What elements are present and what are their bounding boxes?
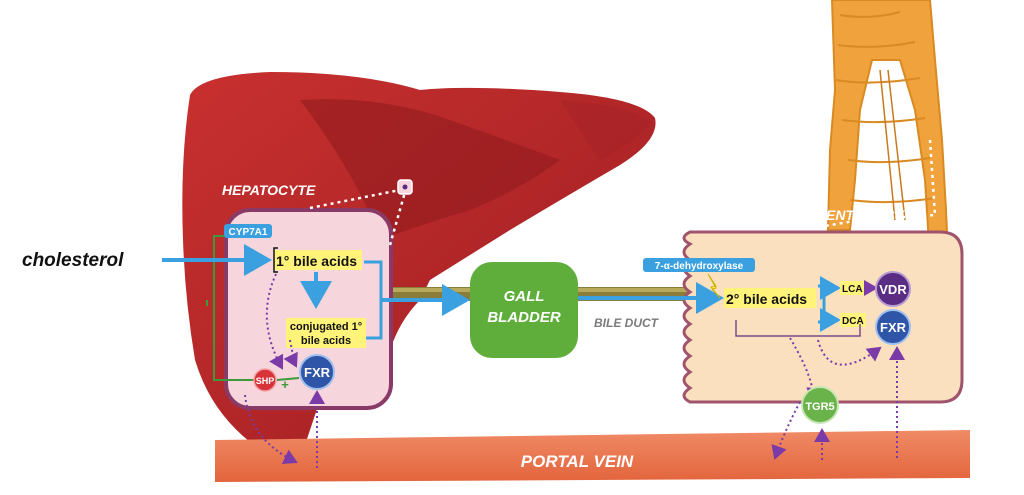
liver-dotted-arrow-2	[283, 339, 298, 368]
colon-zoom-line	[789, 139, 937, 234]
dehydroxylase-bolt	[707, 273, 721, 299]
dehydroxylase-label: 7-α-dehydroxylase	[655, 261, 744, 272]
shp-plus-sign: +	[281, 377, 289, 392]
fxr-gut-label: FXR	[880, 320, 907, 335]
shp-node	[253, 368, 277, 392]
fxr-gut-node	[875, 309, 911, 345]
fxr-liver-label: FXR	[304, 365, 331, 380]
primary-bile-acids-highlight	[274, 250, 362, 270]
vdr-label: VDR	[879, 282, 907, 297]
portal-vein-label: PORTAL VEIN	[521, 452, 634, 471]
liver-dotted-arrow-1	[265, 273, 284, 370]
colon-shape	[826, 0, 954, 334]
fxr-liver-node	[299, 354, 335, 390]
secondary-bile-acids-highlight	[724, 288, 816, 308]
primary-bile-acids-label: 1° bile acids	[276, 253, 357, 269]
vdr-node	[875, 271, 911, 307]
tgr5-label: TGR5	[805, 401, 834, 413]
dca-highlight	[840, 313, 866, 327]
cyp7a1-badge	[224, 224, 272, 238]
cyp7a1-label: CYP7A1	[229, 227, 268, 238]
hepatocyte-zoom-line-2	[388, 191, 407, 246]
shp-label: SHP	[256, 376, 275, 386]
lca-label: LCA	[842, 284, 863, 295]
enterocyte-label: ENTEROCYTE	[826, 207, 922, 223]
conjugated-bile-acids-highlight	[286, 318, 366, 348]
cholesterol-label: cholesterol	[22, 250, 124, 271]
gall-bladder-label-1: GALL	[504, 288, 545, 305]
tgr5-node	[801, 386, 839, 424]
enterocyte-bracket	[735, 320, 861, 337]
secondary-bile-acids-label: 2° bile acids	[726, 291, 807, 307]
dehydroxylase-badge	[643, 258, 755, 272]
bile-duct-label: BILE DUCT	[594, 316, 660, 330]
dca-label: DCA	[842, 316, 864, 327]
conjugated-bile-acids-label-1: conjugated 1°	[290, 321, 362, 333]
gut-dotted-arrow-3	[771, 401, 801, 460]
gall-bladder-label-2: BLADDER	[487, 309, 560, 326]
hepatocyte-zoom-line	[309, 188, 401, 210]
lca-highlight	[840, 281, 866, 295]
conjugated-bile-acids-label-2: bile acids	[301, 335, 351, 347]
gall-bladder	[470, 262, 578, 358]
gut-dotted-arrow-1	[789, 337, 823, 402]
hepatocyte-label: HEPATOCYTE	[222, 182, 316, 198]
